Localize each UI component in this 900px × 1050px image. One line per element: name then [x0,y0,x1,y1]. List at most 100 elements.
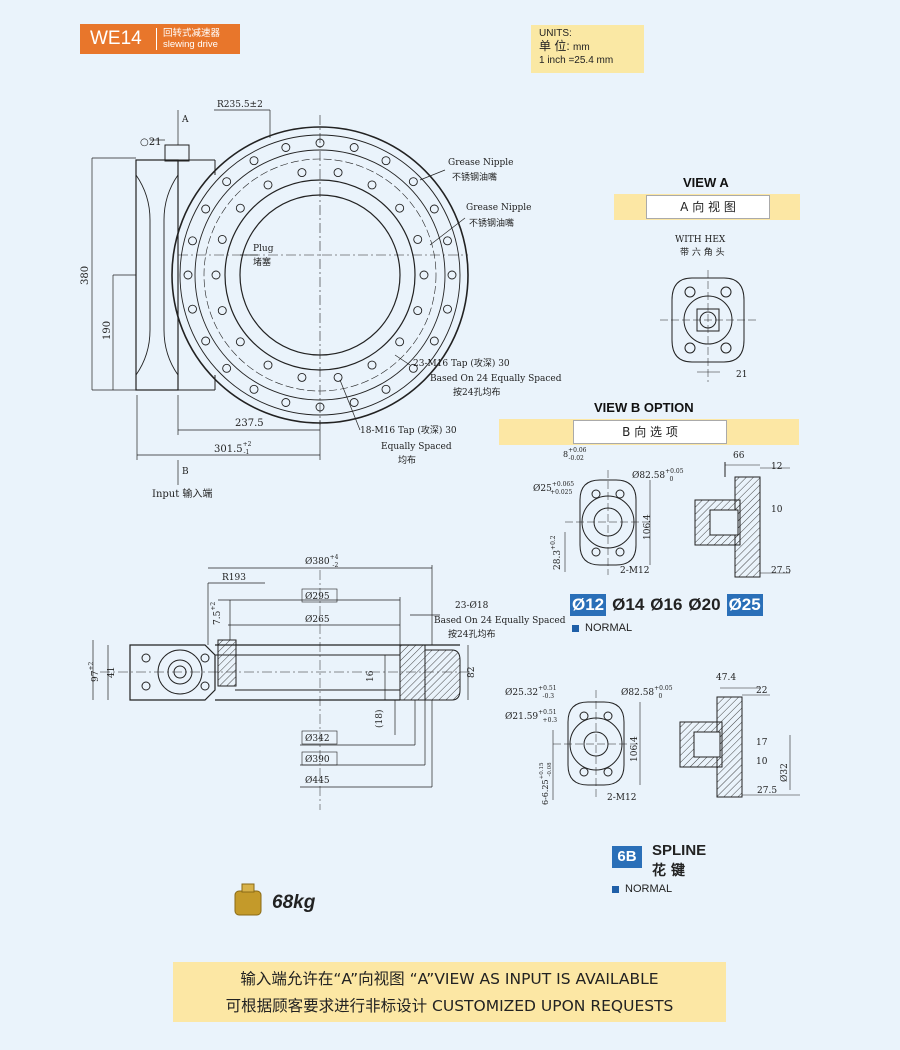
sec-d295: Ø295 [305,591,330,602]
grease1-en: Grease Nipple [448,158,513,168]
footer-line-1: 输入端允许在“A”向视图 “A”VIEW AS INPUT IS AVAILAB… [240,970,659,988]
vb1-w12: 12 [771,462,782,472]
units-conversion: 1 inch =25.4 mm [539,55,614,66]
dim-237: 237.5 [235,418,264,429]
view-b-bottom-section [679,687,800,798]
bolt-hole [395,203,405,213]
grease2-en: Grease Nipple [466,203,531,213]
sec-r193: R193 [222,573,246,583]
bolt-hole [217,234,227,244]
bolt-hole [429,336,439,346]
model-code: WE14 [80,28,157,50]
bolt-hole [188,304,197,314]
vb2-w22: 22 [756,686,767,696]
model-tag: WE14 回转式减速器 slewing drive [80,24,240,54]
sec-d265: Ø265 [305,614,330,625]
vb1-m12: 2-M12 [620,566,649,576]
bolt-hole [235,337,245,347]
bolt-hole [263,360,273,370]
sec-d18-2: Based On 24 Equally Spaced [434,616,566,626]
bolt-hole [395,337,405,347]
sec-d342: Ø342 [305,733,330,744]
tap23-line3: 按24孔均布 [453,386,500,398]
dim-190: 190 [102,321,113,340]
section-view-dims [92,565,469,788]
normal-legend-2: NORMAL [612,883,672,895]
tap23-line1: 23-M16 Tap (攻深) 30 [413,357,510,369]
tap18-line2: Equally Spaced [381,442,452,452]
dim-radius: R235.5±2 [217,100,263,110]
label-a: A [181,115,189,125]
sec-d18: 23-Ø18 [455,600,489,611]
vb2-w27: 27.5 [757,786,777,796]
view-a-hex-en: WITH HEX [675,235,726,245]
bolt-hole [201,336,211,346]
bolt-hole [201,204,211,214]
normal-label-2: NORMAL [625,883,673,895]
bolt-hole [333,168,343,178]
bolt-hole [413,306,423,316]
sec-d445: Ø445 [305,775,330,786]
view-b-top-drawing [564,470,651,575]
grease2-cn: 不锈钢油嘴 [469,217,514,229]
plug-cn: 堵塞 [253,256,271,268]
normal-label-1: NORMAL [585,622,633,634]
bolt-hole [263,180,273,190]
sec-h16: 16 [366,670,376,682]
front-view [135,115,469,425]
view-b-top-section [694,462,790,578]
view-a-hex-cn: 带 六 角 头 [680,246,725,258]
vb2-d21: Ø21.59+0.51+0.3 [505,709,557,724]
bolt-hole [408,363,418,373]
model-name-cn: 回转式减速器 [163,28,221,39]
view-b-bottom-drawing [552,690,641,800]
bolt-hole [349,398,359,407]
sec-h41: 41 [107,667,117,678]
vb1-d8: 8+0.06-0.02 [563,447,587,462]
normal-legend-1: NORMAL [572,622,632,634]
sec-d390: Ø390 [305,754,330,765]
vb2-d32: Ø32 [779,763,790,782]
bolt-hole [367,360,377,370]
view-b-title: VIEW B OPTION [594,400,694,415]
bolt-hole [413,234,423,244]
bolt-hole [222,363,232,373]
tap18-line1: 18-M16 Tap (攻深) 30 [360,424,457,436]
units-box: UNITS: 单 位: mm 1 inch =25.4 mm [531,25,644,73]
view-a-drawing [660,270,756,382]
bolt-hole [297,168,307,178]
sec-h97: 97+2 [88,662,101,682]
bolt-hole [211,270,221,280]
model-name-en: slewing drive [163,39,218,50]
front-view-dims [91,109,466,485]
bolt-hole [419,270,429,280]
dim-phi21: ○21 [140,137,161,148]
bolt-hole [188,236,197,246]
bolt-hole [408,177,418,187]
bore-size-25: Ø25 [726,594,763,616]
bolt-hole [217,306,227,316]
units-row: 单 位: mm [539,40,636,54]
d390-box [301,751,338,766]
bolt-hole [381,156,391,166]
spline-cn: 花键 [652,863,690,879]
plug-en: Plug [253,244,274,254]
bolt-hole [429,204,439,214]
label-b: B [182,467,189,477]
vb1-h28: 28.3+0.2 [550,535,563,570]
weight-icon [234,883,262,916]
vb2-m12: 2-M12 [607,793,636,803]
bore-size-20: Ø20 [688,595,721,614]
bolt-hole [183,270,193,280]
units-label: UNITS: [539,28,572,39]
units-cn-label: 单 位: [539,39,570,53]
sec-d18-3: 按24孔均布 [448,628,495,640]
dim-301: 301.5+2-1 [214,441,252,456]
model-names: 回转式减速器 slewing drive [157,28,220,50]
vb2-h6: 6-6.25+0.15-0.08 [539,762,553,805]
bolt-hole [222,177,232,187]
spline-code: 6B [612,846,642,868]
vb1-d25: Ø25+0.065+0.025 [533,481,574,496]
spline-en: SPLINE [652,842,707,859]
